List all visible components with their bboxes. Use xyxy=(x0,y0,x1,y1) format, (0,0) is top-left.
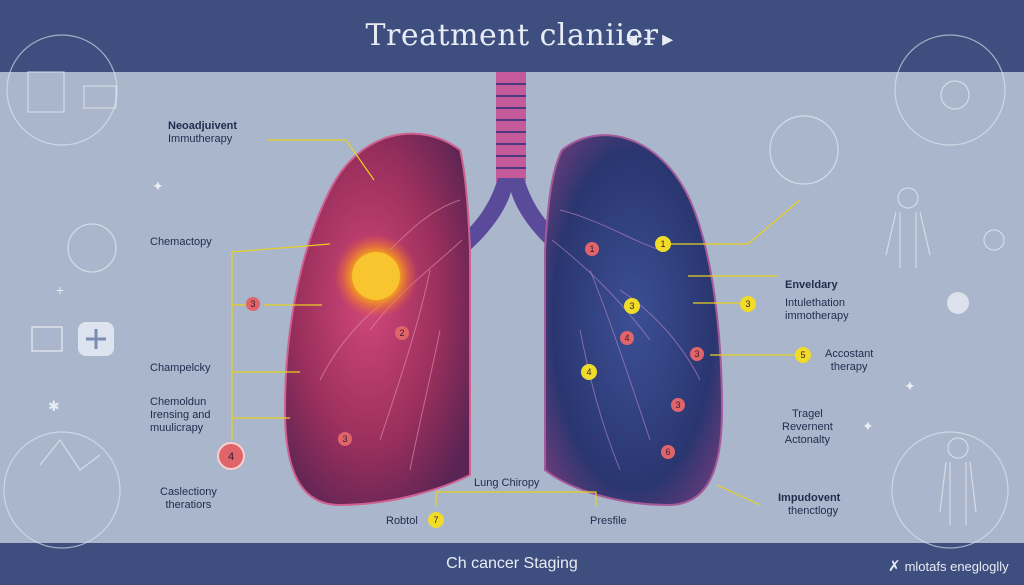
marker-right-5y xyxy=(795,347,811,363)
svg-text:3: 3 xyxy=(694,349,699,359)
label-presfile: Presfile xyxy=(590,515,627,527)
marker-left-mid xyxy=(246,297,260,311)
marker-right-3c xyxy=(671,398,685,412)
brand-text: mlotafs enegloglly xyxy=(904,559,1009,574)
right-vessels xyxy=(551,209,701,471)
doctor-icon xyxy=(940,80,970,110)
bronchi xyxy=(456,178,566,252)
label-tragel: Tragel Revernent Actonalty xyxy=(782,408,833,446)
small-ring-icon xyxy=(983,229,1005,251)
label-neoadjuvent-sub: Immutherapy xyxy=(168,133,233,145)
marker-right-ext3 xyxy=(740,296,756,312)
marker-right-3y xyxy=(624,298,640,314)
svg-text:4: 4 xyxy=(586,367,591,377)
svg-text:2: 2 xyxy=(399,328,404,338)
stop-icon xyxy=(947,292,969,314)
monitor-icon xyxy=(27,71,65,113)
person-icon-body-br xyxy=(939,461,977,525)
label-intulethation: Intulethation immotherapy xyxy=(785,297,849,322)
corner-circle-bl xyxy=(3,431,121,549)
brand-mark-icon: ✗ xyxy=(888,558,901,575)
svg-text:3: 3 xyxy=(250,299,255,309)
card-icon xyxy=(83,85,117,109)
plus-icon: + xyxy=(643,26,657,51)
svg-text:4: 4 xyxy=(624,333,629,343)
svg-text:3: 3 xyxy=(629,301,634,311)
trachea xyxy=(496,72,526,182)
marker-right-3b xyxy=(690,347,704,361)
svg-text:4: 4 xyxy=(228,451,234,463)
label-caslectiony: Caslectiony theratiors xyxy=(160,486,217,511)
marker-robtol-7 xyxy=(428,512,444,528)
marker-left-2 xyxy=(395,326,409,340)
person-icon-head xyxy=(897,187,919,209)
label-impudovent-sub: thenctlogy xyxy=(788,505,839,517)
arrow-left-icon: ◂ xyxy=(626,26,638,51)
svg-text:5: 5 xyxy=(800,350,805,360)
arrow-right-icon: ▸ xyxy=(662,26,674,51)
svg-text:3: 3 xyxy=(745,299,750,309)
hand-icon xyxy=(39,438,101,471)
label-lung-chiropy: Lung Chiropy xyxy=(474,477,540,489)
svg-text:1: 1 xyxy=(589,244,594,254)
label-chemoldun: Chemoldun Irensing and muulicrapy xyxy=(150,396,211,434)
page-title: Treatment claniier xyxy=(365,18,659,53)
svg-text:3: 3 xyxy=(675,400,680,410)
svg-text:3: 3 xyxy=(342,434,347,444)
marker-right-1y xyxy=(655,236,671,252)
label-champelcky: Champelcky xyxy=(150,362,211,374)
marker-right-1 xyxy=(585,242,599,256)
label-accostant: Accostant therapy xyxy=(825,348,874,373)
sparkle-icon-right: ✦ xyxy=(862,418,874,434)
footer-title: Ch cancer Staging xyxy=(446,555,578,572)
marker-left-big xyxy=(217,442,245,470)
label-impudovent: Impudovent thenctlogy xyxy=(778,492,840,518)
marker-right-6 xyxy=(661,445,675,459)
title-icons: ◂ + ▸ xyxy=(626,26,673,52)
marker-right-4y xyxy=(581,364,597,380)
corner-circle-tl xyxy=(6,34,118,146)
right-lung xyxy=(544,134,724,507)
footer-band xyxy=(0,543,1024,585)
svg-text:1: 1 xyxy=(660,239,665,249)
label-impudovent-title: Impudovent xyxy=(778,492,841,504)
sparkle-icon: ✦ xyxy=(152,178,164,194)
gear-icon: ✱ xyxy=(48,398,60,414)
corner-circle-br xyxy=(891,431,1009,549)
label-robtol: Robtol xyxy=(386,515,418,527)
svg-text:6: 6 xyxy=(665,447,670,457)
svg-text:7: 7 xyxy=(433,515,438,525)
label-chemactopy: Chemactopy xyxy=(150,236,212,248)
scan-icon-ring xyxy=(769,115,839,185)
label-enveldary: Enveldary xyxy=(785,279,838,291)
marker-left-3 xyxy=(338,432,352,446)
x-ray-icon-ring xyxy=(67,223,117,273)
sparkle-icon-right-2: ✦ xyxy=(904,378,916,394)
corner-circle-tr xyxy=(894,34,1006,146)
marker-right-4 xyxy=(620,331,634,345)
header-band xyxy=(0,0,1024,72)
person-icon-body xyxy=(885,211,931,268)
label-neoadjuvent-title: Neoadjuivent xyxy=(168,120,238,132)
left-lung xyxy=(283,132,471,507)
leader-lines xyxy=(231,139,801,506)
plus-small-icon: + xyxy=(56,282,65,298)
label-neoadjuvent: Neoadjuivent Immutherapy xyxy=(168,120,237,146)
chart-card-icon xyxy=(31,326,63,352)
brand-logo: ✗mlotafs enegloglly xyxy=(888,557,1009,575)
person-icon-head-br xyxy=(947,437,969,459)
